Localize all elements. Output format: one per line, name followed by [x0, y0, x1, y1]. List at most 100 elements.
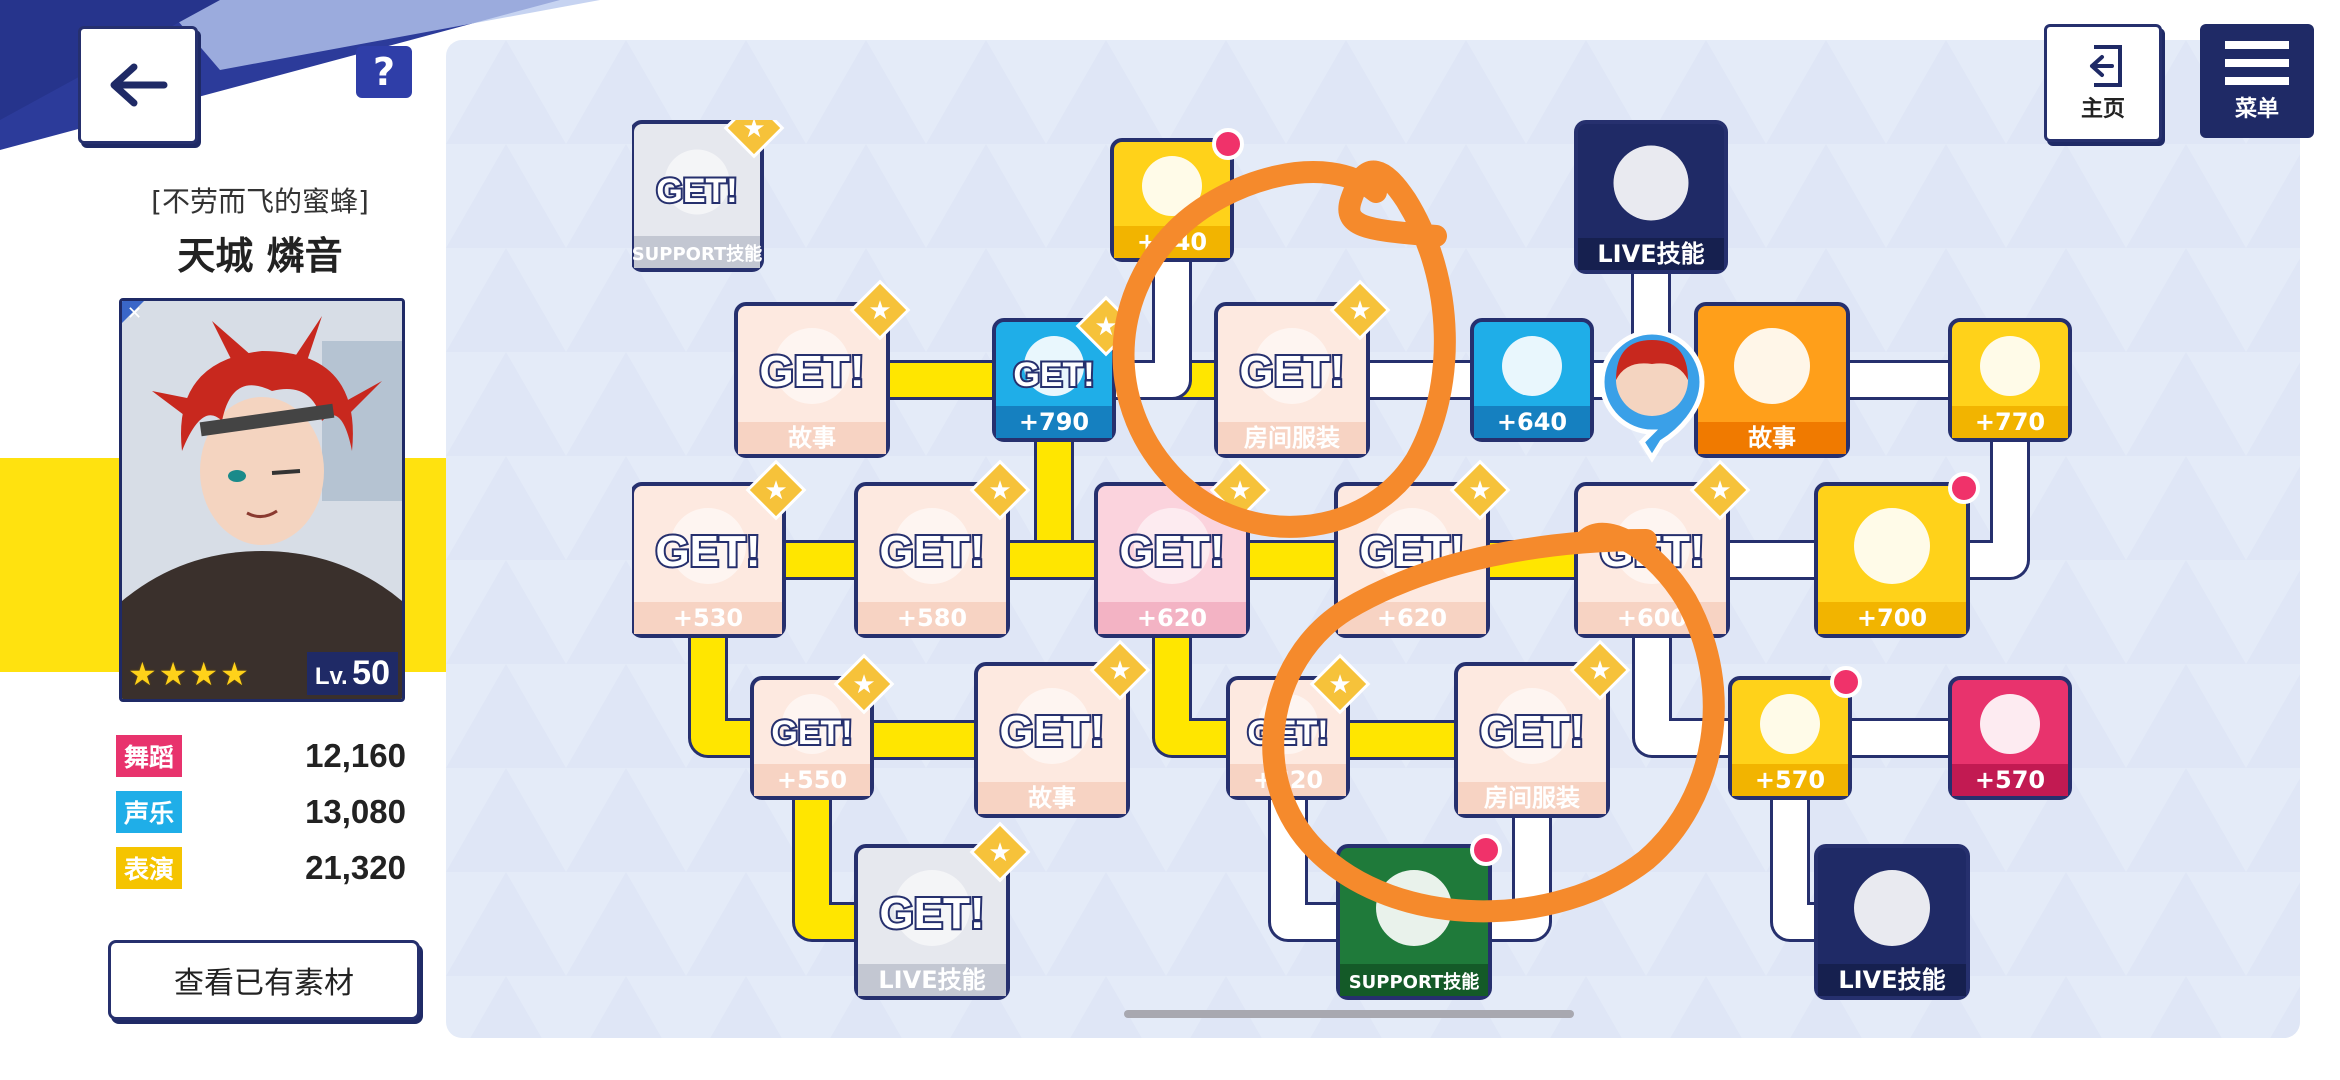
skill-node-label-bar [1474, 406, 1590, 438]
skill-node-label-bar [1218, 422, 1366, 454]
skill-icon [1854, 508, 1930, 584]
skill-node-label-bar [858, 964, 1006, 996]
svg-text:★: ★ [1328, 670, 1351, 700]
stat-value-dance: 12,160 [305, 737, 406, 774]
skill-node[interactable]: LIVE技能 [1574, 120, 1728, 274]
stat-label-vocal: 声乐 [116, 791, 182, 833]
get-label: GET! [879, 527, 984, 576]
svg-text:★: ★ [1588, 656, 1611, 686]
skill-node-label-bar [634, 602, 782, 634]
star-badge-icon: ★ [969, 459, 1031, 521]
star-badge-icon: ★ [1569, 639, 1631, 701]
svg-text:★: ★ [742, 114, 765, 144]
skill-node[interactable]: +770 [1948, 318, 2072, 442]
skill-node-label: +700 [1857, 604, 1927, 632]
get-label: GET! [1479, 707, 1584, 756]
player-position-marker [1599, 329, 1705, 463]
horizontal-scrollbar[interactable] [1124, 1010, 1574, 1018]
notification-dot [1212, 128, 1244, 160]
skill-icon [1980, 694, 2040, 754]
stat-dance: 舞蹈 12,160 [116, 728, 406, 784]
skill-node[interactable]: LIVE技能 [1814, 844, 1970, 1000]
get-label: GET! [759, 347, 864, 396]
svg-text:★: ★ [988, 476, 1011, 506]
back-button[interactable] [78, 26, 198, 144]
skill-node[interactable]: +740 [1110, 128, 1244, 262]
skill-node-label: 故事 [788, 424, 836, 452]
rarity-stars: ★ ★ ★ ★ [128, 655, 249, 693]
svg-text:★: ★ [1708, 476, 1731, 506]
star-badge-icon: ★ [1089, 639, 1151, 701]
skill-node-label: LIVE技能 [878, 966, 985, 994]
skill-icon [670, 508, 746, 584]
skill-node-label-bar [738, 422, 886, 454]
stat-value-vocal: 13,080 [305, 793, 406, 830]
skill-node-label: +620 [1137, 604, 1207, 632]
svg-text:★: ★ [764, 476, 787, 506]
star-icon: ★ [189, 655, 219, 693]
star-icon: ★ [158, 655, 188, 693]
svg-text:★: ★ [868, 296, 891, 326]
skill-node-label-bar [978, 782, 1126, 814]
skill-icon [894, 870, 970, 946]
stats-panel: 舞蹈 12,160 声乐 13,080 表演 21,320 [116, 728, 406, 896]
get-label: GET! [1239, 347, 1344, 396]
skill-node-label-bar [1732, 764, 1848, 796]
skill-icon [774, 328, 850, 404]
get-label: GET! [999, 707, 1104, 756]
notification-dot [1948, 472, 1980, 504]
character-card[interactable]: ✕ ★ ★ ★ ★ Lv. 50 [119, 298, 405, 702]
skill-node-label-bar [1340, 964, 1488, 996]
annotation-circle-top [1112, 160, 1456, 538]
star-badge-icon: ★ [969, 821, 1031, 883]
skill-node[interactable]: 故事 [1694, 302, 1850, 458]
skill-node-label: +770 [1975, 408, 2045, 436]
home-button[interactable]: 主页 [2044, 24, 2162, 142]
skill-node[interactable]: +570 [1728, 666, 1862, 800]
svg-text:★: ★ [1468, 476, 1491, 506]
stat-label-dance: 舞蹈 [116, 735, 182, 777]
skill-node-label: +640 [1497, 408, 1567, 436]
help-button[interactable]: ? [356, 46, 412, 98]
skill-node[interactable]: +700 [1814, 472, 1980, 638]
annotation-circle-bottom [1262, 522, 1725, 923]
arrow-left-icon [110, 63, 168, 107]
skill-node-label: +550 [777, 766, 847, 794]
skill-node-label: 故事 [1028, 784, 1076, 812]
level-badge: Lv. 50 [306, 652, 398, 695]
skill-icon [664, 149, 730, 215]
view-materials-button[interactable]: 查看已有素材 [108, 940, 420, 1020]
star-icon: ★ [128, 655, 157, 693]
skill-icon [1134, 508, 1210, 584]
skill-icon [1613, 145, 1689, 221]
skill-node[interactable]: +570 [1948, 676, 2072, 800]
menu-button[interactable]: 菜单 [2200, 24, 2314, 138]
skill-node-label: +790 [1019, 408, 1089, 436]
skill-node-label: SUPPORT技能 [1349, 971, 1480, 993]
skill-node-label: +600 [1617, 604, 1687, 632]
skill-icon [1024, 336, 1084, 396]
notification-dot [1830, 666, 1862, 698]
star-badge-icon: ★ [1329, 279, 1391, 341]
svg-text:★: ★ [1228, 476, 1251, 506]
svg-text:★: ★ [988, 838, 1011, 868]
skill-icon [1014, 688, 1090, 764]
skill-icon [1734, 328, 1810, 404]
skill-node[interactable]: +640 [1470, 318, 1594, 442]
character-portrait: ✕ [122, 301, 402, 699]
star-badge-icon: ★ [723, 114, 785, 159]
skill-node[interactable]: 故事 GET!★ [734, 279, 911, 458]
hamburger-menu-icon [2225, 41, 2289, 85]
card-subtitle: [不劳而飞的蜜蜂] [151, 185, 369, 218]
skill-node[interactable]: 故事 GET! ★ [974, 639, 1151, 818]
